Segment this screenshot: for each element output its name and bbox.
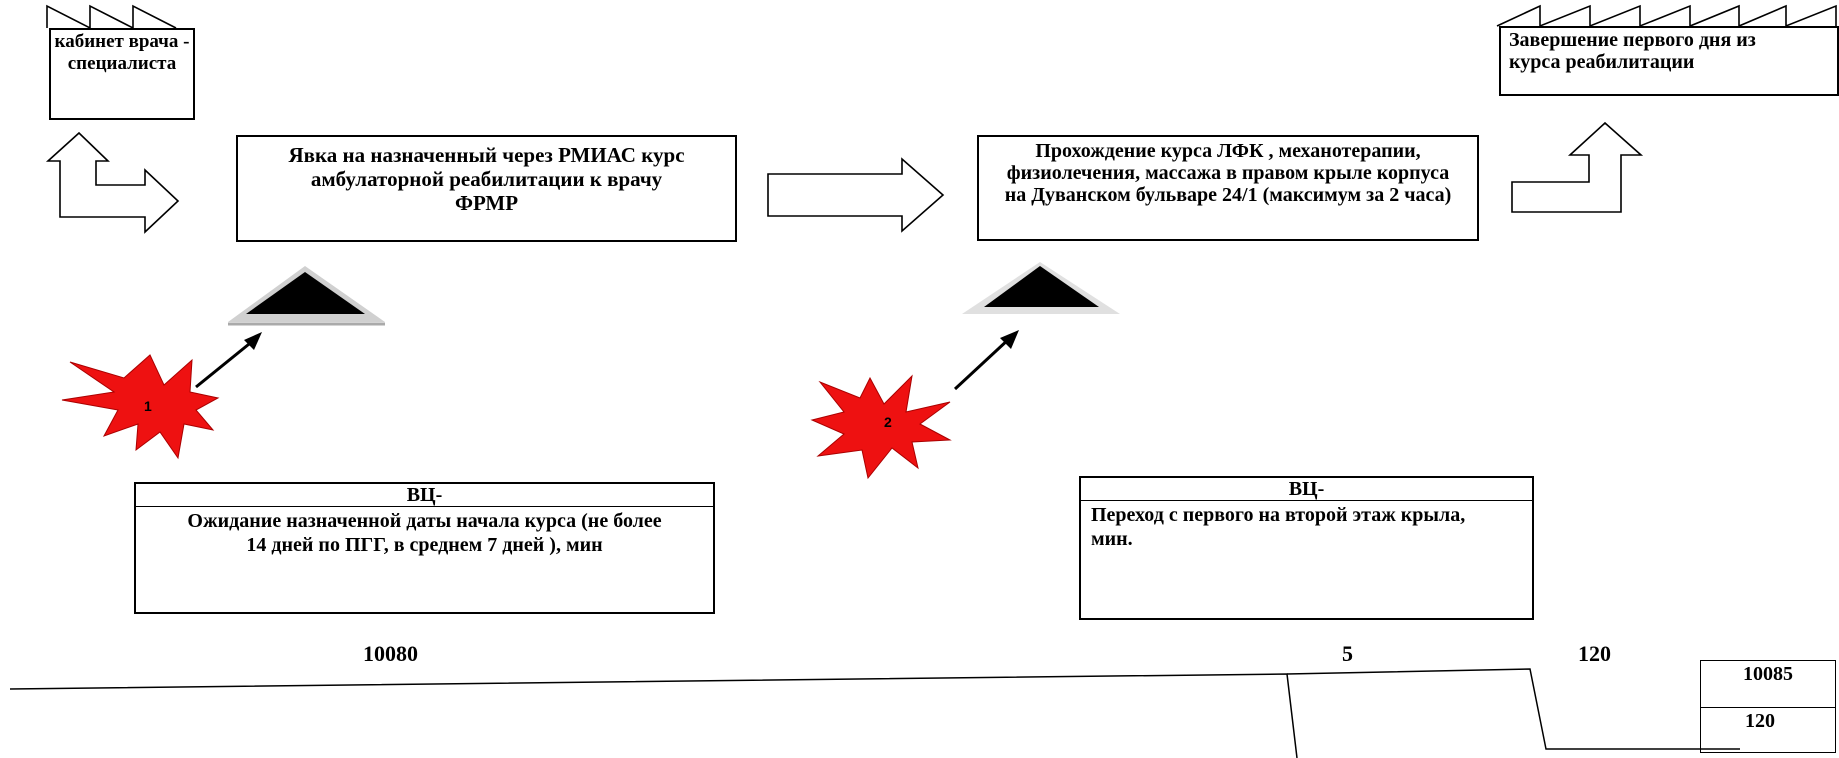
bent-arrow-right-icon (1511, 121, 1644, 213)
kaizen-burst-1-label: 1 (144, 398, 152, 414)
process-step-1: Явка на назначенный через РМИАС курс амб… (236, 135, 737, 242)
timeline-wait-2-value: 5 (1342, 641, 1353, 666)
kaizen-burst-2-icon (810, 374, 952, 480)
timeline-wait-1-value: 10080 (363, 641, 418, 666)
end-process-box: Завершение первого дня из курса реабилит… (1499, 26, 1839, 96)
kaizen-burst-1-icon (61, 354, 220, 460)
inventory-triangle-2 (984, 266, 1099, 307)
wait-info-box-2-text: Переход с первого на второй этаж крыла, … (1091, 504, 1466, 550)
kaizen-burst-2-label: 2 (884, 414, 892, 430)
process-step-2: Прохождение курса ЛФК , механотерапии, ф… (977, 135, 1479, 241)
end-process-label: Завершение первого дня из курса реабилит… (1509, 29, 1756, 73)
wait-info-box-2-header: ВЦ- (1081, 478, 1532, 501)
wait-info-box-1: ВЦ- Ожидание назначенной даты начала кур… (134, 482, 715, 614)
end-factory-roof-icon (1496, 4, 1837, 28)
wait-info-box-2: ВЦ- Переход с первого на второй этаж кры… (1079, 476, 1534, 620)
wait-info-box-1-text: Ожидание назначенной даты начала курса (… (187, 510, 662, 556)
process-step-1-label: Явка на назначенный через РМИАС курс амб… (288, 143, 685, 215)
timeline-step-2-value: 120 (1578, 641, 1611, 666)
wait-info-box-1-header: ВЦ- (136, 484, 713, 507)
start-factory-roof-icon (46, 4, 177, 30)
process-step-2-label: Прохождение курса ЛФК , механотерапии, ф… (1004, 140, 1452, 206)
total-wait-cell: 10085 (1700, 660, 1836, 708)
start-process-box: кабинет врача - специалиста (49, 28, 195, 120)
start-process-label: кабинет врача - специалиста (54, 31, 190, 74)
push-arrow-icon (767, 157, 945, 233)
total-process-cell: 120 (1700, 707, 1836, 753)
timeline-line (9, 673, 1298, 758)
inventory-triangle-1 (246, 272, 365, 314)
